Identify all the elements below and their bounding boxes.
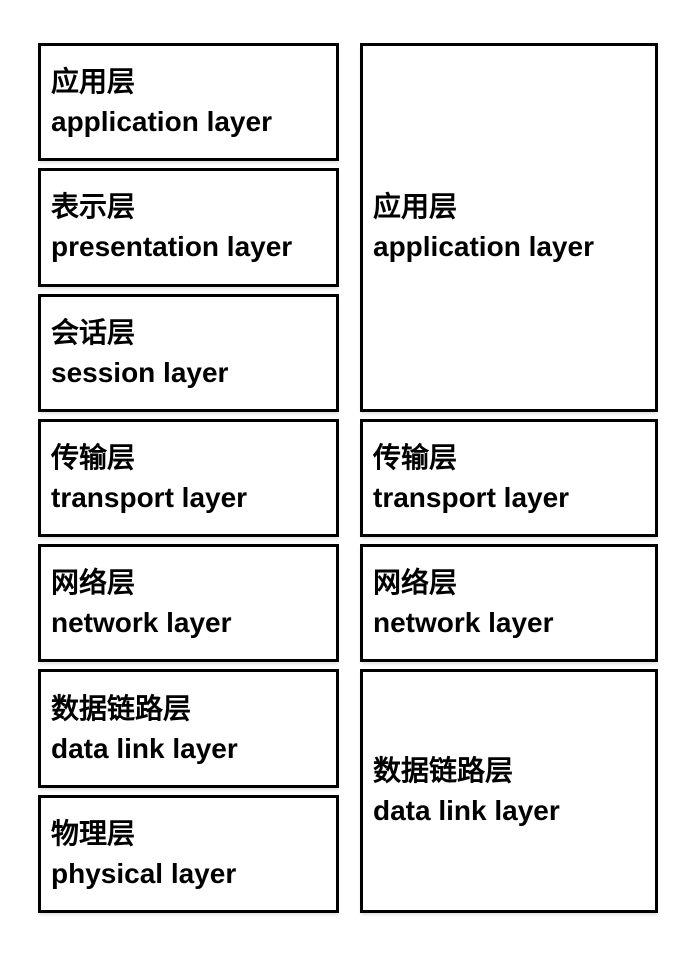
- osi-network-label-en: network layer: [51, 607, 232, 639]
- simplified-network-label-en: network layer: [373, 607, 554, 639]
- simplified-data-link-label-en: data link layer: [373, 795, 560, 827]
- simplified-transport-label-zh: 传输层: [373, 441, 458, 473]
- osi-network-label-zh: 网络层: [51, 567, 136, 599]
- osi-data-link-label-en: data link layer: [51, 732, 238, 764]
- osi-session-label-zh: 会话层: [51, 316, 136, 348]
- simplified-box-transport: 传输层 transport layer: [360, 418, 658, 538]
- simplified-application-label-en: application layer: [373, 231, 594, 263]
- osi-physical-label-en: physical layer: [51, 857, 237, 889]
- simplified-box-data-link: 数据链路层 data link layer: [360, 669, 658, 913]
- osi-presentation-label-en: presentation layer: [51, 231, 293, 263]
- osi-box-network: 网络层 network layer: [38, 544, 339, 663]
- osi-physical-label-zh: 物理层: [51, 817, 136, 849]
- osi-data-link-label-zh: 数据链路层: [51, 692, 192, 724]
- osi-box-session: 会话层 session layer: [38, 293, 339, 412]
- osi-application-label-en: application layer: [51, 106, 272, 138]
- osi-transport-label-en: transport layer: [51, 481, 248, 513]
- simplified-application-label-zh: 应用层: [373, 191, 458, 223]
- osi-box-transport: 传输层 transport layer: [38, 418, 339, 538]
- osi-box-physical: 物理层 physical layer: [38, 794, 339, 913]
- simplified-network-label-zh: 网络层: [373, 567, 458, 599]
- osi-transport-label-zh: 传输层: [51, 441, 136, 473]
- simplified-box-application: 应用层 application layer: [360, 43, 658, 412]
- osi-box-presentation: 表示层 presentation layer: [38, 168, 339, 287]
- layers-grid: 应用层 application layer 表示层 presentation l…: [38, 43, 658, 913]
- simplified-transport-label-en: transport layer: [373, 481, 570, 513]
- simplified-box-network: 网络层 network layer: [360, 544, 658, 663]
- osi-box-data-link: 数据链路层 data link layer: [38, 669, 339, 788]
- osi-session-label-en: session layer: [51, 356, 229, 388]
- osi-presentation-label-zh: 表示层: [51, 191, 136, 223]
- osi-application-label-zh: 应用层: [51, 66, 136, 98]
- simplified-data-link-label-zh: 数据链路层: [373, 755, 514, 787]
- osi-box-application: 应用层 application layer: [38, 43, 339, 162]
